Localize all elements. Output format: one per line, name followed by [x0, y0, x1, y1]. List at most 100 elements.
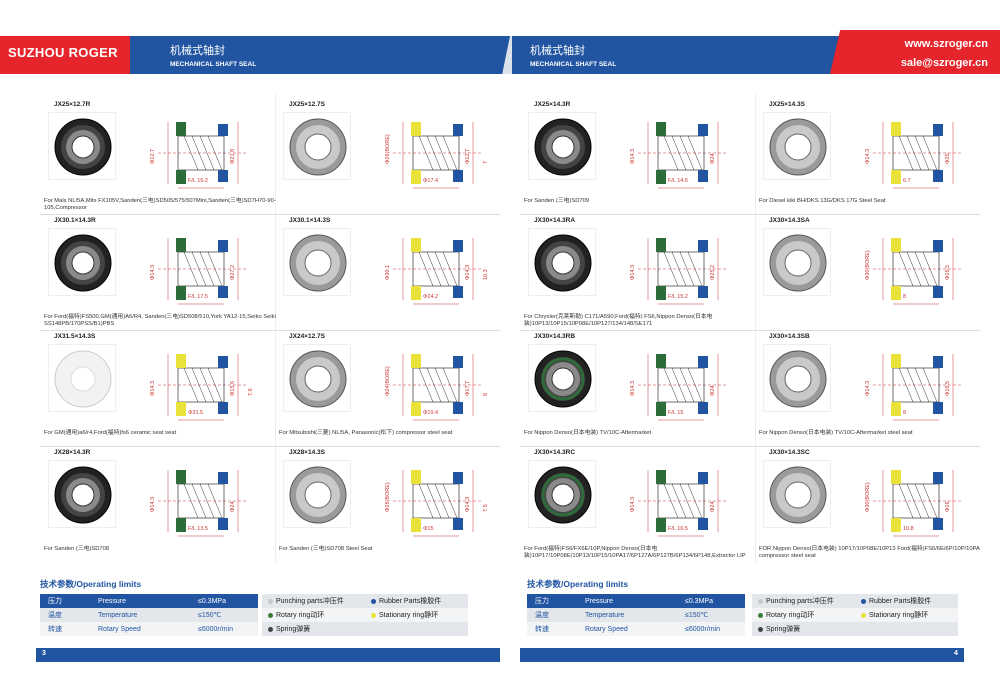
dimension-label: 7.6	[248, 388, 254, 396]
dimension-label: Φ12.7	[150, 148, 156, 164]
dimension-label: Φ21.8	[230, 148, 236, 164]
dimension-label: Φ16.5	[945, 380, 951, 396]
dimension-label: F/L 15	[668, 410, 684, 416]
dimension-label: Φ19.4	[423, 410, 439, 416]
header: SUZHOU ROGER 机械式轴封 MECHANICAL SHAFT SEAL…	[0, 0, 1000, 74]
dimension-label: 10.8	[903, 526, 914, 532]
product-code: JX25×12.7R	[54, 101, 91, 108]
dimension-label: Φ14.3	[150, 496, 156, 512]
steel-seat-icon	[769, 466, 827, 524]
legend-dot-icon	[758, 612, 763, 618]
application-text: For Ford(福特)FS6/FX6E/10P,Nippon Denso(日本…	[524, 546, 746, 559]
dimension-label: Φ17.7	[465, 380, 471, 396]
steel-seat-icon	[289, 234, 347, 292]
legend-dot-icon	[268, 612, 273, 618]
product-photo	[528, 112, 596, 180]
product-photo	[283, 344, 351, 412]
application-text: For Mitsubishi(三菱) NL/5A, Panasonic(松下) …	[279, 430, 453, 436]
dimension-label: Φ14.3	[630, 496, 636, 512]
operating-limits-title-left: 技术参数/Operating limits	[40, 579, 142, 589]
product-code: JX25×14.3R	[534, 101, 571, 108]
shaft-seal-icon	[54, 234, 112, 292]
left-title: 机械式轴封 MECHANICAL SHAFT SEAL	[170, 45, 257, 68]
product-photo	[528, 228, 596, 296]
product-photo	[528, 344, 596, 412]
dimension-label: Φ24(BORE)	[385, 366, 391, 396]
dimension-label: Φ14.3	[465, 264, 471, 280]
dimension-label: Φ24	[710, 153, 716, 164]
application-text: For Ford(福特)FS500,GM(通用)A6/R4, Sanden(三电…	[44, 314, 276, 327]
dimension-label: Φ30(BORE)	[865, 482, 871, 512]
page-bar-right	[520, 648, 964, 662]
product-code: JX30×14.3RA	[534, 217, 576, 224]
legend-dot-icon	[758, 626, 763, 632]
dimension-label: Φ15	[423, 526, 434, 532]
website-link[interactable]: www.szroger.cn	[904, 38, 988, 50]
dimension-label: Φ30.1	[385, 264, 391, 280]
page-number-right: 4	[954, 650, 958, 657]
page-bar-left	[36, 648, 500, 662]
dimension-label: Φ16.5	[945, 264, 951, 280]
contact-banner	[830, 30, 1000, 74]
dimension-label: Φ24	[230, 501, 236, 512]
dimension-label: Φ30(BORE)	[865, 250, 871, 280]
shaft-seal-icon	[54, 466, 112, 524]
product-code: JX30.1×14.3S	[289, 217, 331, 224]
dimension-label: 7	[483, 160, 489, 164]
email-link[interactable]: sale@szroger.cn	[900, 57, 988, 69]
dimension-label: Φ28(BORE)	[385, 482, 391, 512]
legend-dot-icon	[371, 612, 376, 618]
dimension-label: Φ14.3	[465, 496, 471, 512]
product-code: JX30×14.3SA	[769, 217, 810, 224]
product-code: JX30×14.3SB	[769, 333, 810, 340]
product-code: JX28×14.3S	[289, 449, 325, 456]
product-photo	[48, 112, 116, 180]
right-title: 机械式轴封 MECHANICAL SHAFT SEAL	[530, 45, 617, 68]
product-photo	[283, 460, 351, 528]
dimension-label: Φ14.3	[630, 264, 636, 280]
product-code: JX31.5×14.3S	[54, 333, 96, 340]
product-photo	[283, 112, 351, 180]
dimension-label: 8	[483, 392, 489, 396]
shaft-seal-icon	[534, 234, 592, 292]
shaft-seal-icon	[54, 118, 112, 176]
application-text: For Chrysler(克莱斯勒) C171/A590,Ford(福特) FS…	[524, 314, 713, 327]
dimension-label: F/L 13.5	[188, 526, 208, 532]
dimension-label: 6.7	[903, 178, 911, 184]
product-code: JX28×14.3R	[54, 449, 91, 456]
dimension-label: F/L 16.5	[668, 526, 688, 532]
dimension-label: Φ15.6	[230, 380, 236, 396]
dimension-label: F/L 15.2	[188, 178, 208, 184]
dimension-label: Φ14.3	[150, 380, 156, 396]
legend-dot-icon	[268, 626, 273, 632]
legend-dot-icon	[371, 598, 376, 604]
dimension-label: 7.5	[483, 504, 489, 512]
